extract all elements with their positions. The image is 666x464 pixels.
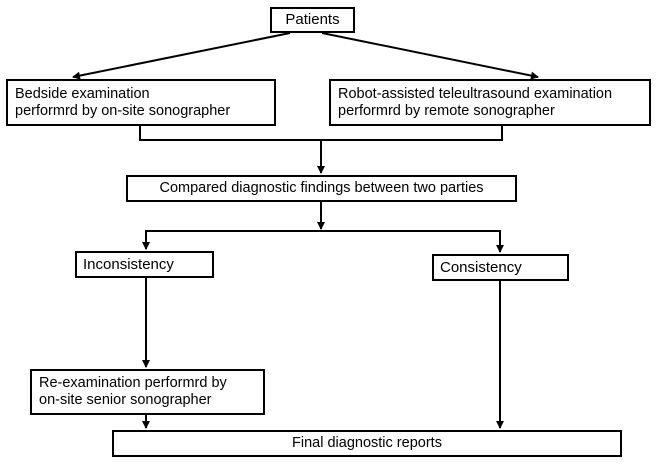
node-robot-teleultrasound-examination: Robot-assisted teleultrasound examinatio… xyxy=(329,79,651,126)
node-robot-line-1: Robot-assisted teleultrasound examinatio… xyxy=(338,85,613,102)
node-patients: Patients xyxy=(270,7,355,33)
node-final-label: Final diagnostic reports xyxy=(292,435,442,452)
edge-patients-to-robot xyxy=(321,32,539,80)
node-consistency: Consistency xyxy=(432,254,569,281)
node-re-examination: Re-examination performrd by on-site seni… xyxy=(30,369,265,415)
node-consistency-label: Consistency xyxy=(440,258,522,276)
edge-exams-merge-bracket xyxy=(139,126,503,141)
node-robot-line-2: performrd by remote sonographer xyxy=(338,102,555,119)
node-bedside-line-2: performrd by on-site sonographer xyxy=(15,102,231,119)
node-reexam-line-1: Re-examination performrd by xyxy=(39,375,227,392)
node-reexam-line-2: on-site senior sonographer xyxy=(39,392,212,408)
node-inconsistency: Inconsistency xyxy=(75,251,214,278)
node-final-diagnostic-reports: Final diagnostic reports xyxy=(112,430,622,457)
edge-patients-to-bedside xyxy=(72,32,291,80)
node-bedside-line-1: Bedside examination xyxy=(15,85,150,102)
node-patients-label: Patients xyxy=(285,11,340,29)
edge-split-bar xyxy=(145,230,501,252)
node-inconsistency-label: Inconsistency xyxy=(83,255,174,273)
node-compared-findings: Compared diagnostic findings between two… xyxy=(126,175,517,202)
node-bedside-examination: Bedside examination performrd by on-site… xyxy=(6,79,276,126)
node-compared-label: Compared diagnostic findings between two… xyxy=(159,180,484,197)
